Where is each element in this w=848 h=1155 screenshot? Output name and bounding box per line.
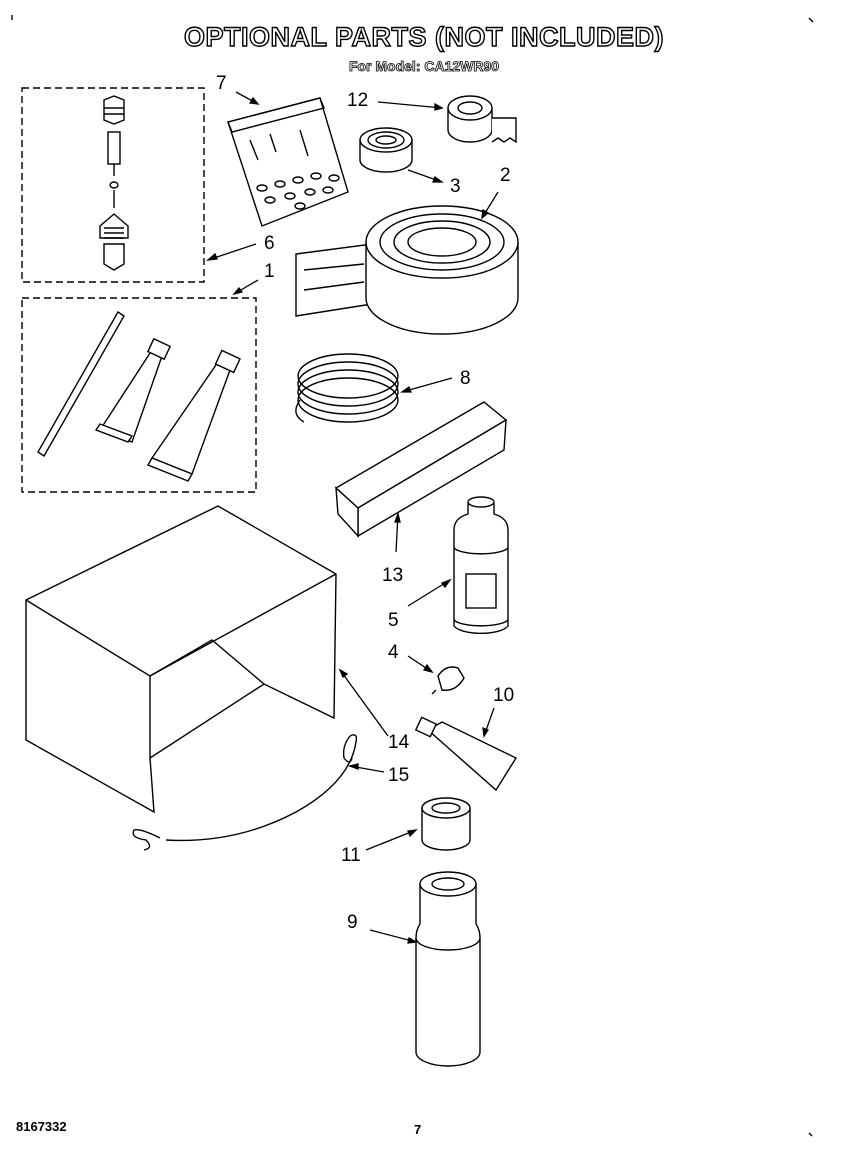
part-7-bag [227, 97, 349, 227]
part-1-tube-a [94, 337, 172, 443]
part-1-tube-b [146, 349, 241, 482]
part-9-spray-can [415, 871, 481, 1067]
part-5-bottle [453, 496, 509, 635]
part-1-rod [37, 311, 125, 457]
callout-7: 7 [216, 73, 227, 94]
callout-3: 3 [450, 176, 461, 197]
page-title: OPTIONAL PARTS (NOT INCLUDED) [183, 21, 664, 52]
callout-4: 4 [388, 642, 399, 663]
part-6-fitting [99, 95, 129, 271]
doc-number: 8167332 [16, 1119, 67, 1134]
part-2-insulation-roll [295, 205, 519, 335]
corner-marks [11, 15, 814, 1137]
part-6-group-box [21, 87, 205, 283]
callout-14: 14 [388, 732, 410, 753]
part-1-group-box [21, 297, 257, 493]
part-14-cover [25, 505, 337, 814]
part-11-roll [421, 797, 471, 851]
callout-5: 5 [388, 610, 399, 631]
callout-12: 12 [347, 90, 369, 111]
callout-11: 11 [341, 845, 361, 866]
part-10-tube [414, 716, 518, 792]
part-4-cap [431, 666, 465, 695]
leader-lines [205, 91, 499, 944]
callout-9: 9 [347, 912, 358, 933]
part-3-tape-roll [359, 127, 413, 173]
part-15-cord [132, 734, 358, 851]
callout-1: 1 [264, 261, 275, 282]
callout-13: 13 [382, 565, 404, 586]
callout-6: 6 [264, 233, 275, 254]
part-13-foam-block [334, 401, 508, 538]
part-12-tape [447, 95, 517, 144]
part-8-coil [295, 353, 399, 423]
callout-10: 10 [493, 685, 515, 706]
callout-8: 8 [460, 368, 471, 389]
model-subtitle: For Model: CA12WR90 [348, 58, 500, 75]
page-number: 7 [414, 1122, 422, 1137]
callout-2: 2 [500, 165, 511, 186]
callout-15: 15 [388, 765, 410, 786]
